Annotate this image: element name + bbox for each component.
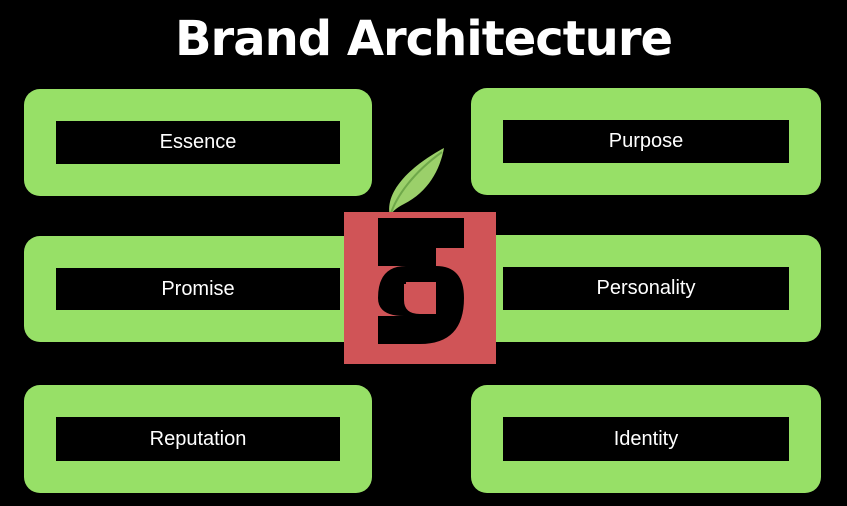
b-glyph — [378, 218, 464, 344]
essence-box: Essence — [24, 89, 372, 196]
promise-label: Promise — [56, 268, 340, 310]
reputation-label: Reputation — [56, 417, 340, 461]
purpose-label: Purpose — [503, 120, 789, 163]
personality-label: Personality — [503, 267, 789, 310]
apple-b-logo-icon — [344, 148, 496, 364]
stem-icon — [389, 151, 443, 217]
promise-box: Promise — [24, 236, 372, 342]
leaf-icon — [389, 148, 444, 216]
personality-box: Personality — [471, 235, 821, 342]
b-inner-bar — [406, 282, 436, 296]
diagram-title: Brand Architecture — [174, 11, 673, 67]
identity-label: Identity — [503, 417, 789, 461]
purpose-box: Purpose — [471, 88, 821, 195]
essence-label: Essence — [56, 121, 340, 164]
identity-box: Identity — [471, 385, 821, 493]
reputation-box: Reputation — [24, 385, 372, 493]
